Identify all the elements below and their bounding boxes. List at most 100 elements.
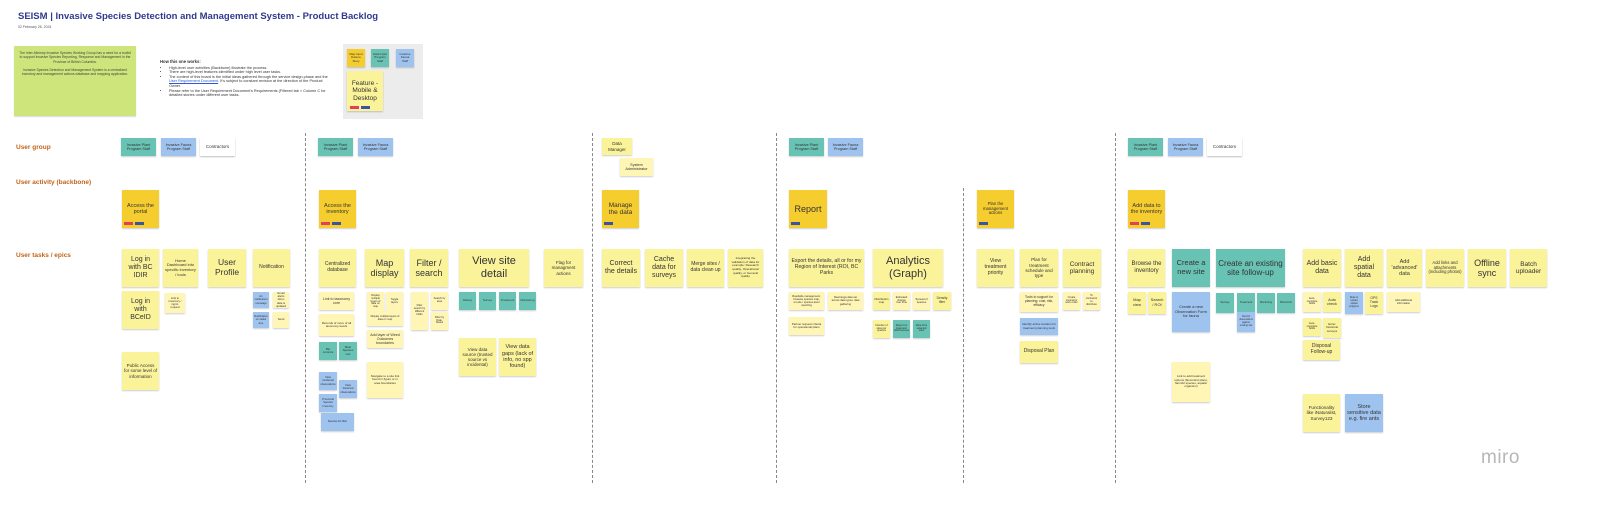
task-map-display[interactable]: Map display (365, 249, 404, 287)
task-integrate-validation[interactable]: Integrating the validation of data for e… (728, 249, 763, 287)
subtask-record-observations[interactable]: Record observations against existing sit… (1237, 312, 1255, 332)
task-view-site-detail[interactable]: View site detail (459, 249, 529, 287)
subtask-historical-observations[interactable]: View historical observations (339, 380, 357, 398)
task-create-new-site[interactable]: Create a new site (1172, 249, 1210, 287)
user-group-plant[interactable]: Invasive Plant Program Staff (121, 138, 156, 156)
user-group-fauna[interactable]: Invasive Fauna Program Staff (828, 138, 863, 156)
task-correct-details[interactable]: Correct the details (602, 249, 640, 287)
subtask-disposal-plan[interactable]: Disposal Plan (1020, 341, 1058, 363)
task-filter-search[interactable]: Filter / search (410, 249, 448, 287)
subtask-density-filter[interactable]: Density filter (933, 292, 951, 310)
subtask-new-observation[interactable]: Create a new Observation Form for fauna (1172, 292, 1210, 332)
subtask-work-order[interactable]: Create contractor work order (1063, 292, 1080, 310)
task-add-links-attachments[interactable]: Add links and attachments (including pho… (1426, 249, 1464, 287)
subtask-map-view[interactable]: Map view (1128, 292, 1146, 314)
subtask-best-species[interactable]: Best Species List (339, 342, 357, 360)
subtask-planning-tools[interactable]: Tools to support for planning: cost, ris… (1020, 292, 1058, 312)
subtask-send[interactable]: Send (273, 312, 289, 328)
task-create-existing-followup[interactable]: Create an existing site follow-up (1216, 249, 1285, 287)
subtask-weed-outcomes[interactable]: Add layer of Weed Outcomes boundaries (367, 330, 403, 348)
subtask-bio-controls[interactable]: Bio controls (319, 342, 337, 360)
activity-access-inventory[interactable]: Access the inventory (319, 190, 356, 228)
subtask-notification-tasks[interactable]: Notification on tasks due (253, 312, 269, 328)
subtask-monitoring[interactable]: Monitoring (1257, 293, 1275, 313)
subtask-navigate-site[interactable]: Navigate to a site link found in figure … (367, 362, 403, 398)
subtask-filter-fields[interactable]: Filter search by different fields (411, 292, 428, 330)
task-login-bceid[interactable]: Log in with BCeID (122, 291, 159, 329)
task-browse-inventory[interactable]: Browse the inventory (1128, 249, 1165, 287)
task-add-basic-data[interactable]: Add basic data (1303, 249, 1341, 287)
subtask-link-placeholder[interactable]: Auto-complete fields (1303, 318, 1321, 336)
subtask-map-layers-extra[interactable]: Display multiple layers of data on map (367, 312, 403, 326)
subtask-link-treatment-options[interactable]: Link to add treatment options (biocontro… (1172, 362, 1210, 402)
user-group-plant[interactable]: Invasive Plant Program Staff (318, 138, 353, 156)
subtask-view-data-gaps[interactable]: View data gaps (lack of info, no spp fou… (499, 338, 536, 376)
user-group-system-admin[interactable]: System Administrator (620, 158, 653, 176)
task-notification[interactable]: Notification (253, 249, 290, 287)
subtask-search-roi[interactable]: Search / ROI (1148, 292, 1166, 314)
intro-sticky[interactable]: The Inter-Ministry Invasive Species Work… (14, 46, 136, 116)
subtask-treatment[interactable]: Treatment (1237, 293, 1255, 313)
user-group-fauna[interactable]: Invasive Fauna Program Staff (161, 138, 196, 156)
subtask-monitoring[interactable]: Monitoring (519, 292, 536, 310)
activity-report[interactable]: Report (789, 190, 827, 228)
legend-sticky-activity[interactable]: Map input Data to Story (347, 49, 365, 67)
subtask-additional-info[interactable]: Add additional information (1387, 292, 1420, 312)
subtask-data-selected-sites[interactable]: Data from selected sites (913, 320, 930, 338)
subtask-toggle-layers[interactable]: Toggle layers (386, 292, 403, 312)
subtask-treatment[interactable]: Treatment (499, 292, 516, 310)
subtask-filter-date[interactable]: Filter by Date, Status (431, 312, 448, 330)
subtask-survey[interactable]: Survey (479, 292, 496, 310)
legend-feature-sticky[interactable]: Feature - Mobile & Desktop (347, 71, 383, 111)
task-flag-management[interactable]: Flag for managment actions (544, 249, 583, 287)
task-public-access[interactable]: Public Access for some level of informat… (122, 352, 159, 390)
subtask-sensitive-data[interactable]: Store sensitive data e.g. fire ants (1345, 394, 1383, 432)
subtask-auto-complete[interactable]: Auto-complete fields (1303, 292, 1321, 312)
user-requirement-link[interactable]: User Requirement Document (169, 79, 219, 84)
task-offline-sync[interactable]: Offline sync (1468, 249, 1506, 287)
task-analytics-graph[interactable]: Analytics (Graph) (873, 249, 943, 287)
task-export-details[interactable]: Export the details, all or for my Region… (789, 249, 864, 287)
user-group-data-manager[interactable]: Data Manager (602, 138, 632, 155)
subtask-draw-polygons[interactable]: Draw or upload spatial polygons (1345, 292, 1363, 314)
subtask-enter-historical[interactable]: Enter historical surveys (1323, 318, 1341, 338)
user-group-plant[interactable]: Invasive Plant Program Staff (1128, 138, 1163, 156)
user-group-fauna[interactable]: Invasive Fauna Program Staff (358, 138, 393, 156)
activity-access-portal[interactable]: Access the portal (122, 190, 159, 228)
subtask-link-taxonomy[interactable]: Link to taxonomy core (319, 292, 354, 310)
task-user-profile[interactable]: User Profile (208, 249, 246, 287)
subtask-biocontrol[interactable]: Biocontrol (1277, 293, 1295, 313)
subtask-active-location[interactable]: Identify active location for treatment p… (1020, 318, 1058, 335)
subtask-notification-message[interactable]: An notification message (253, 292, 269, 308)
user-group-contractors[interactable]: Contractors (200, 138, 235, 156)
subtask-roadside-management[interactable]: Roadside management, Invasive species ma… (789, 292, 824, 310)
subtask-provincial-inventory[interactable]: Provincial Species Inventory (319, 394, 337, 412)
subtask-disposal-followup[interactable]: Disposal Follow-up (1303, 340, 1340, 360)
activity-manage-data[interactable]: Manage the data (602, 190, 639, 228)
task-home-dashboard[interactable]: Home Dashboard into specific inventory /… (163, 249, 198, 287)
task-centralized-database[interactable]: Centralized database (319, 249, 356, 287)
subtask-history[interactable]: History (459, 292, 476, 310)
user-group-plant[interactable]: Invasive Plant Program Staff (789, 138, 824, 156)
subtask-records-taxonomy[interactable]: Records of more of all taxonomy levels (319, 314, 354, 336)
task-add-advanced-data[interactable]: Add 'advanced' data (1387, 249, 1422, 287)
task-login-bc-idir[interactable]: Log in with BC IDIR (122, 249, 159, 287)
subtask-treatment-effectiveness[interactable]: Report on treatment effectiveness (893, 320, 910, 338)
subtask-change-over-time[interactable]: Estimated change over time (893, 292, 910, 310)
task-cache-data[interactable]: Cache data for surveys (645, 249, 683, 287)
activity-add-data[interactable]: Add data to the inventory (1128, 190, 1165, 228)
activity-plan-management[interactable]: Plan the management actions (977, 190, 1014, 228)
task-batch-uploader[interactable]: Batch uploader (1510, 249, 1547, 287)
subtask-auto-check[interactable]: Auto check (1323, 292, 1341, 312)
subtask-incidental-observations[interactable]: View incidental observations (319, 372, 337, 390)
user-group-contractors[interactable]: Contractors (1207, 138, 1242, 156)
subtask-distribute-contractor[interactable]: To contractor to distribute (1083, 292, 1100, 310)
task-contract-planning[interactable]: Contract planning (1063, 249, 1101, 287)
subtask-search-area[interactable]: Search by area (431, 292, 448, 310)
subtask-distribution-map[interactable]: Distribution map (873, 292, 890, 310)
subtask-link-inventory[interactable]: Link to inventory / mgmt. request (165, 293, 185, 313)
subtask-email-alerts[interactable]: Email alerts when data is updated (273, 292, 289, 308)
subtask-map-layers[interactable]: Display multiple layers of data on map (367, 292, 384, 312)
subtask-sites-per-species[interactable]: Number of sites per species (873, 320, 890, 338)
legend-sticky-blue[interactable]: Invasive Fauna Staff (396, 49, 414, 67)
